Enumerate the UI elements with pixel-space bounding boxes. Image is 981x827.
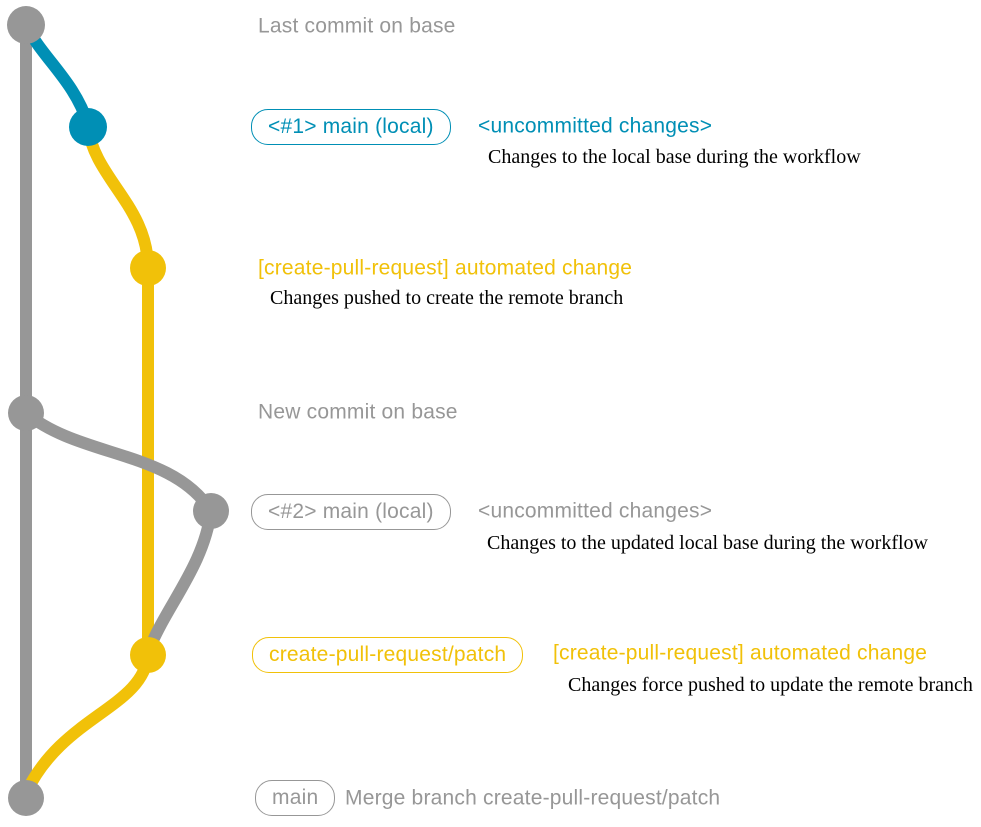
commit-dot-local-main-2	[193, 493, 229, 529]
commit-body-cpr-2: Changes force pushed to update the remot…	[568, 674, 973, 696]
commit-message-last-commit-base: Last commit on base	[258, 14, 456, 38]
commit-message-new-commit-base: New commit on base	[258, 400, 458, 424]
commit-body-local-main-2: Changes to the updated local base during…	[487, 532, 928, 554]
commit-message-local-main-2: <uncommitted changes>	[478, 499, 713, 523]
commit-dot-merge	[8, 780, 44, 816]
commit-message-local-main-1: <uncommitted changes>	[478, 114, 713, 138]
commit-dot-cpr-2	[130, 637, 166, 673]
commit-dot-cpr-1	[130, 250, 166, 286]
updated-local-main-branch-curve	[20, 407, 218, 656]
commit-message-cpr-1: [create-pull-request] automated change	[258, 256, 633, 280]
branch-label-main: main	[255, 780, 336, 816]
branch-label-create-pull-request-patch: create-pull-request/patch	[252, 637, 524, 673]
branch-label-local-main-1: <#1> main (local)	[251, 109, 451, 145]
commit-dot-local-main-1	[69, 108, 107, 146]
commit-body-local-main-1: Changes to the local base during the wor…	[488, 146, 861, 168]
branch-label-local-main-2: <#2> main (local)	[251, 494, 451, 530]
commit-dot-last-commit-base	[7, 6, 45, 44]
commit-message-merge: Merge branch create-pull-request/patch	[345, 786, 721, 810]
commit-message-cpr-2: [create-pull-request] automated change	[553, 641, 928, 665]
commit-body-cpr-1: Changes pushed to create the remote bran…	[270, 287, 624, 309]
commit-dot-new-commit-base	[8, 395, 44, 431]
